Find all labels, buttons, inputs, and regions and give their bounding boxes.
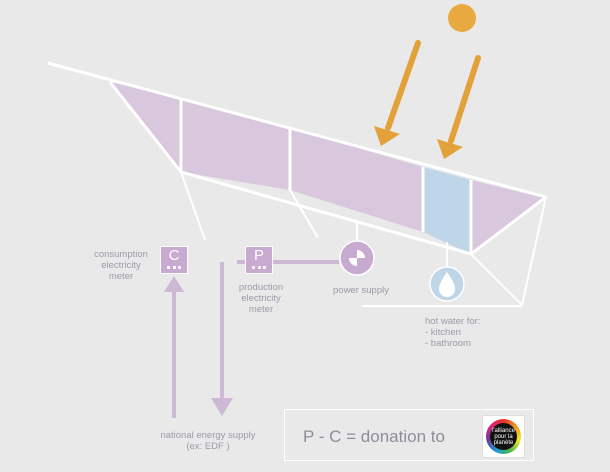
alliance-logo-inner: [490, 423, 517, 450]
logo-line-3: planète: [493, 440, 514, 446]
production-meter-letter: P: [253, 247, 264, 264]
meter-dots: [252, 266, 266, 269]
donation-box: P - C = donation to l'alliance pour la p…: [284, 409, 534, 461]
donation-formula: P - C = donation to: [303, 427, 445, 446]
logo-line-2: pour la: [494, 434, 513, 440]
power-supply-icon: [339, 240, 375, 276]
logo-line-1: l'alliance: [492, 428, 515, 434]
consumption-meter: C: [160, 246, 188, 274]
pv-panel-3: [290, 128, 423, 232]
sun-ray-left: [374, 40, 421, 146]
sun-ray-right: [437, 55, 481, 159]
hot-water-item-bathroom: - bathroom: [425, 338, 471, 349]
hot-water-title: hot water for:: [425, 316, 481, 327]
hot-water-list: - kitchen - bathroom: [425, 327, 480, 349]
arrow-up-consumption: [164, 276, 184, 292]
hot-water-item-kitchen: - kitchen: [425, 327, 461, 338]
alliance-logo: l'alliance pour la planète: [482, 415, 525, 458]
roof-supports: [180, 171, 547, 307]
water-drop-icon: [429, 266, 465, 302]
flow-lines-white: [356, 223, 448, 266]
production-meter: P: [245, 246, 273, 274]
power-supply-label: power supply: [333, 285, 389, 296]
national-supply-label: national energy supply (ex: EDF ): [160, 430, 256, 452]
pv-panel-4: [471, 180, 545, 254]
production-meter-label: production electricity meter: [238, 282, 284, 315]
consumption-meter-letter: C: [168, 247, 180, 264]
hot-water-label: hot water for: - kitchen - bathroom: [425, 316, 480, 349]
consumption-meter-label: consumption electricity meter: [94, 249, 148, 282]
alliance-logo-text: l'alliance pour la planète: [486, 428, 521, 446]
sun-icon: [448, 4, 476, 32]
alliance-logo-circle: l'alliance pour la planète: [486, 419, 521, 454]
meter-dots: [167, 266, 181, 269]
arrow-down-national: [211, 398, 233, 416]
thermal-panel: [423, 167, 471, 254]
